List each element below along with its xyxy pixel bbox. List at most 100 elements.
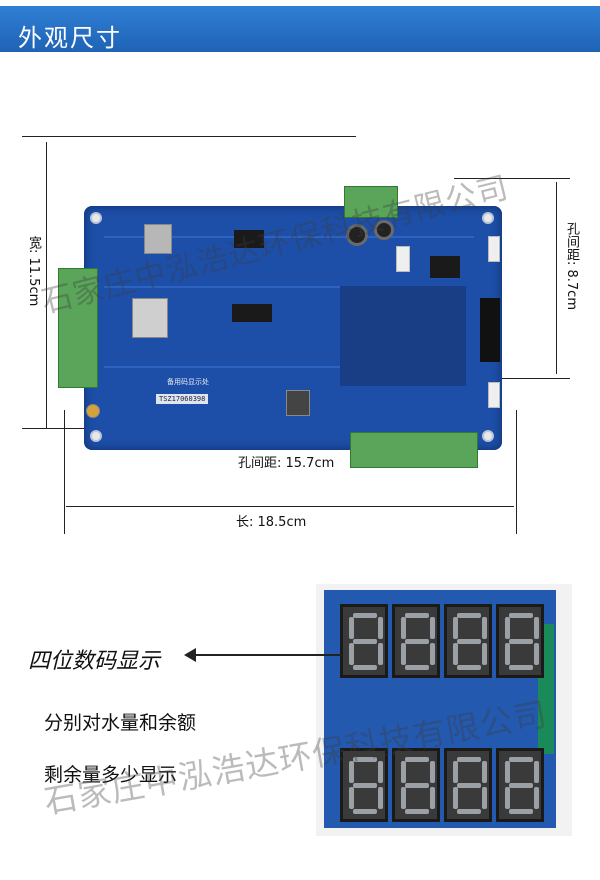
white-connector <box>488 382 500 408</box>
board-small-label: 备用码显示处 <box>167 378 209 386</box>
digit-display-title: 四位数码显示 <box>28 649 161 674</box>
chip <box>232 304 272 322</box>
digit-segment <box>509 613 533 618</box>
left-reference-line <box>22 428 112 429</box>
page-title: 外观尺寸 <box>18 24 122 52</box>
digit-segment <box>378 761 383 783</box>
digit-segment <box>534 761 539 783</box>
serial-label: TSZ17060398 <box>156 394 209 404</box>
digit-segment <box>453 643 458 665</box>
feature-line-2: 剩余量多少显示 <box>44 764 178 786</box>
seven-segment-digit <box>444 748 492 822</box>
digit-display-photo <box>316 584 572 836</box>
seven-segment-digit <box>392 604 440 678</box>
terminal-block-bottom <box>350 432 478 468</box>
digit-segment <box>353 665 377 670</box>
digit-segment <box>509 639 533 644</box>
relay-driver <box>430 256 460 278</box>
digit-segment <box>505 643 510 665</box>
digit-segment <box>457 809 481 814</box>
digit-segment <box>505 787 510 809</box>
digit-segment <box>353 783 377 788</box>
hole-spacing-horizontal-label: 孔间距: 15.7cm <box>238 456 335 471</box>
length-label: 长: 18.5cm <box>236 515 307 530</box>
digit-segment <box>430 787 435 809</box>
digit-segment <box>405 809 429 814</box>
digit-segment <box>482 787 487 809</box>
feature-line-1: 分别对水量和余额 <box>44 712 197 734</box>
mounting-hole <box>90 430 102 442</box>
pointer-arrow-line <box>192 654 342 656</box>
header: 外观尺寸 <box>0 0 600 58</box>
length-dimension-line <box>66 506 514 507</box>
digit-segment <box>509 809 533 814</box>
terminal-block-top <box>344 186 398 218</box>
digit-segment <box>353 639 377 644</box>
digit-segment <box>482 617 487 639</box>
digit-segment <box>353 809 377 814</box>
digit-segment <box>349 787 354 809</box>
digit-segment <box>457 783 481 788</box>
seven-segment-digit <box>444 604 492 678</box>
mounting-hole <box>482 212 494 224</box>
digit-segment <box>401 643 406 665</box>
digit-segment <box>353 613 377 618</box>
mounting-hole <box>482 430 494 442</box>
seven-segment-digit <box>496 604 544 678</box>
digit-segment <box>453 787 458 809</box>
digit-segment <box>353 757 377 762</box>
digit-segment <box>378 787 383 809</box>
digit-segment <box>505 761 510 783</box>
digit-segment <box>349 761 354 783</box>
digit-segment <box>534 643 539 665</box>
seven-segment-digit <box>496 748 544 822</box>
digit-segment <box>505 617 510 639</box>
antenna-connector <box>86 404 100 418</box>
digit-segment <box>405 665 429 670</box>
ribbon-header <box>480 298 500 362</box>
digit-segment <box>453 617 458 639</box>
digit-segment <box>378 617 383 639</box>
digit-segment <box>482 643 487 665</box>
digit-segment <box>457 639 481 644</box>
length-left-extension <box>64 410 65 534</box>
white-connector <box>488 236 500 262</box>
pointer-arrowhead <box>184 648 196 662</box>
digit-segment <box>534 617 539 639</box>
digit-segment <box>457 757 481 762</box>
capacitor <box>346 224 368 246</box>
length-right-extension <box>516 410 517 534</box>
gsm-module <box>132 298 168 338</box>
digit-segment <box>457 613 481 618</box>
width-label: 宽: 11.5cm <box>26 236 41 307</box>
white-connector <box>396 246 410 272</box>
sim-card-slot <box>144 224 172 254</box>
digit-segment <box>509 665 533 670</box>
digit-segment <box>453 761 458 783</box>
digit-segment <box>405 639 429 644</box>
header-bar: 外观尺寸 <box>0 6 600 52</box>
digit-segment <box>509 783 533 788</box>
seven-segment-digit <box>392 748 440 822</box>
digit-segment <box>405 757 429 762</box>
hole-spacing-vertical-label: 孔间距: 8.7cm <box>564 222 579 310</box>
digit-segment <box>401 787 406 809</box>
seven-segment-digit <box>340 748 388 822</box>
digit-segment <box>430 761 435 783</box>
digit-segment <box>349 643 354 665</box>
digit-segment <box>534 787 539 809</box>
digit-segment <box>405 783 429 788</box>
sd-card-slot <box>286 390 310 416</box>
digit-segment <box>482 761 487 783</box>
digit-segment <box>430 643 435 665</box>
transistor-array <box>340 286 466 386</box>
digit-segment <box>401 617 406 639</box>
pcb-board: 备用码显示处 TSZ17060398 <box>84 206 502 450</box>
chip <box>234 230 264 248</box>
capacitor <box>374 220 394 240</box>
digit-segment <box>378 643 383 665</box>
digit-segment <box>430 617 435 639</box>
digit-segment <box>405 613 429 618</box>
digit-segment <box>401 761 406 783</box>
terminal-block-left <box>58 268 98 388</box>
